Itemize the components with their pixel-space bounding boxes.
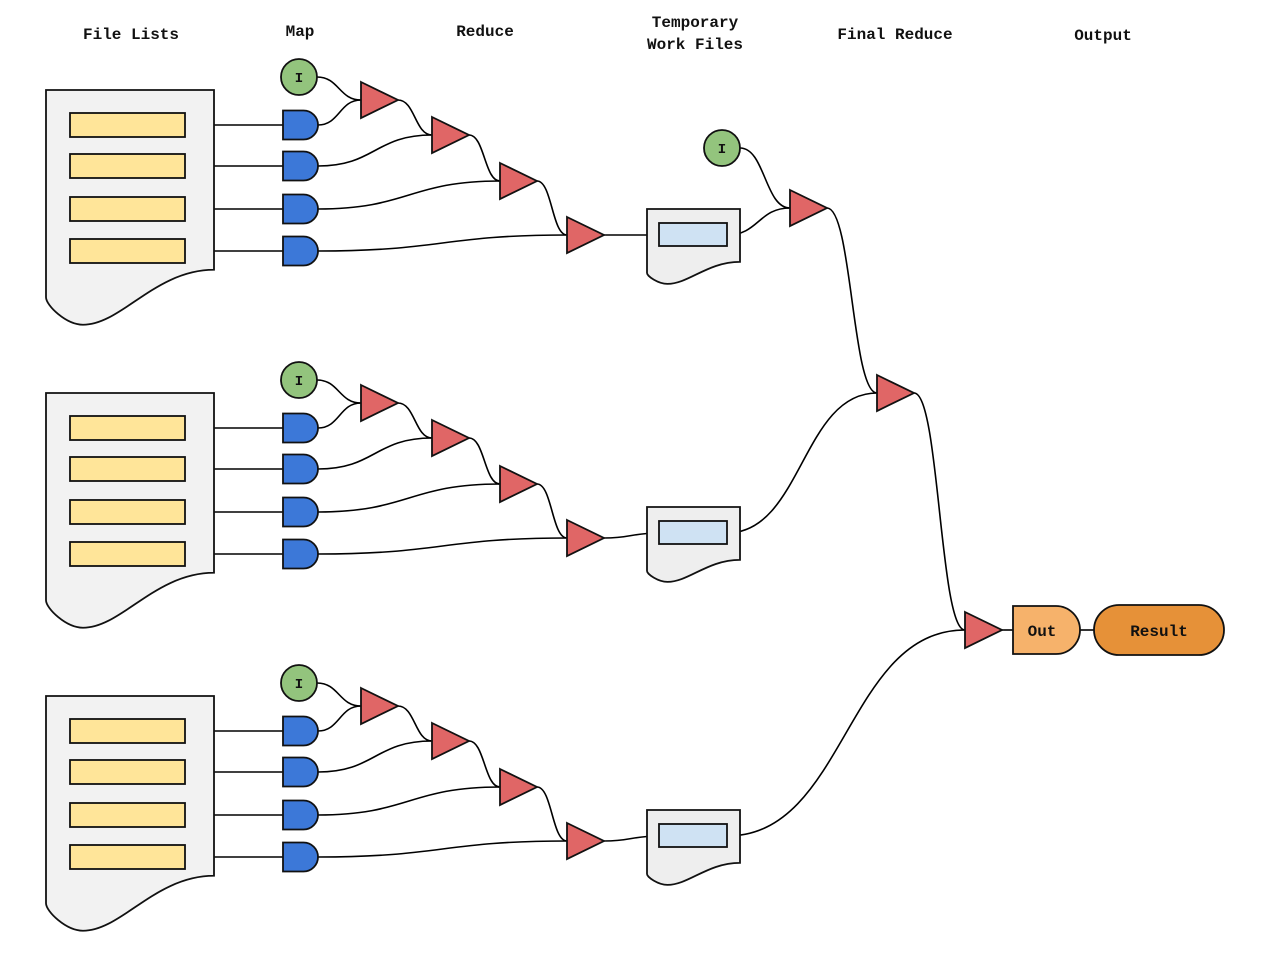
group-3-map-gate-icon xyxy=(282,799,319,831)
final-r1-r2-wire xyxy=(826,207,878,394)
group-3-init-wire xyxy=(316,682,362,707)
group-2-file-item xyxy=(69,456,186,482)
group-3-file-item xyxy=(69,844,186,870)
group-3-map-gate-icon xyxy=(282,841,319,873)
group-2-reduce-3-icon xyxy=(499,464,540,504)
header-work-files: Work Files xyxy=(647,36,743,54)
group-1-temp-item xyxy=(658,222,728,247)
group-2-map1-wire xyxy=(317,402,362,429)
group-1-map2-wire xyxy=(317,134,433,167)
group-2-reduce-1-icon xyxy=(360,383,401,423)
group-1-file-item xyxy=(69,238,186,264)
group-2-r1-r2-wire xyxy=(397,402,433,439)
header-reduce: Reduce xyxy=(456,23,514,41)
group-3-map2-wire xyxy=(317,740,433,773)
header-file-lists: File Lists xyxy=(83,26,179,44)
group-3-init-node: I xyxy=(280,664,318,702)
group-3-reduce-2-icon xyxy=(431,721,472,761)
group-2-r3-r4-wire xyxy=(536,483,568,539)
final-reduce-3-icon xyxy=(964,610,1005,650)
group-3-map4-wire xyxy=(317,840,568,858)
group-2-map4-wire xyxy=(317,537,568,555)
final-reduce-2-icon xyxy=(876,373,917,413)
group-1-reduce-2-icon xyxy=(431,115,472,155)
group-1-map1-wire xyxy=(317,99,362,126)
group-2-map-gate-icon xyxy=(282,412,319,444)
group-2-map-gate-icon xyxy=(282,538,319,570)
init-label: I xyxy=(295,374,303,390)
group-1-map3-wire xyxy=(317,180,501,210)
output-gate-label: Out xyxy=(1028,623,1057,641)
final-r2-r3-wire xyxy=(913,392,966,631)
group-2-r2-r3-wire xyxy=(468,437,501,485)
init-circle-icon xyxy=(703,129,741,167)
init-circle-icon xyxy=(280,58,318,96)
temp2-to-final-wire xyxy=(726,392,878,534)
group-1-map-gate-icon xyxy=(282,235,319,267)
group-1-file-item xyxy=(69,112,186,138)
header-output: Output xyxy=(1074,27,1132,45)
group-1-r1-r2-wire xyxy=(397,99,433,136)
group-2-file-item xyxy=(69,541,186,567)
group-3-reduce-1-icon xyxy=(360,686,401,726)
result-label: Result xyxy=(1130,623,1188,641)
header-map: Map xyxy=(286,23,315,41)
header-temporary: Temporary xyxy=(652,14,739,32)
group-1-file-item xyxy=(69,196,186,222)
group-1-file-item xyxy=(69,153,186,179)
output-gate-icon xyxy=(1012,605,1081,655)
init-label: I xyxy=(295,71,303,87)
group-2-map-gate-icon xyxy=(282,496,319,528)
group-2-temp-item xyxy=(658,520,728,545)
group-2-map2-wire xyxy=(317,437,433,470)
group-2-init-node: I xyxy=(280,361,318,399)
group-3-r2-r3-wire xyxy=(468,740,501,788)
group-3-map-gate-icon xyxy=(282,756,319,788)
header-final-reduce: Final Reduce xyxy=(837,26,952,44)
group-1-map-gate-icon xyxy=(282,193,319,225)
init-label: I xyxy=(718,142,726,158)
group-1-init-node: I xyxy=(280,58,318,96)
connections xyxy=(184,76,1094,858)
init-label: I xyxy=(295,677,303,693)
group-3-reduce-3-icon xyxy=(499,767,540,807)
group-2-map-gate-icon xyxy=(282,453,319,485)
group-1-map4-wire xyxy=(317,234,568,252)
group-3-r3-r4-wire xyxy=(536,786,568,842)
group-1-map-gate-icon xyxy=(282,109,319,141)
group-1-reduce-1-icon xyxy=(360,80,401,120)
nodes: I I I I Out Result xyxy=(45,58,1225,932)
temp3-to-final-wire xyxy=(726,629,966,837)
group-2-file-item xyxy=(69,499,186,525)
group-3-map-gate-icon xyxy=(282,715,319,747)
group-3-reduce-4-icon xyxy=(566,821,607,861)
group-3-file-item xyxy=(69,718,186,744)
group-1-init-wire xyxy=(316,76,362,101)
init-circle-icon xyxy=(280,361,318,399)
result-node xyxy=(1093,604,1225,656)
final-init-wire xyxy=(739,147,791,209)
init-circle-icon xyxy=(280,664,318,702)
group-1-map-gate-icon xyxy=(282,150,319,182)
group-1-reduce-4-icon xyxy=(566,215,607,255)
column-headers: File Lists Map Reduce Temporary Work Fil… xyxy=(83,14,1132,54)
final-reduce-1-icon xyxy=(789,188,830,228)
group-1-reduce-3-icon xyxy=(499,161,540,201)
group-2-map3-wire xyxy=(317,483,501,513)
group-1-r2-r3-wire xyxy=(468,134,501,182)
group-3-file-item xyxy=(69,802,186,828)
final-init-node: I xyxy=(703,129,741,167)
group-3-r1-r2-wire xyxy=(397,705,433,742)
group-3-file-item xyxy=(69,759,186,785)
group-3-temp-item xyxy=(658,823,728,848)
group-2-init-wire xyxy=(316,379,362,404)
group-1-r3-r4-wire xyxy=(536,180,568,236)
group-3-map1-wire xyxy=(317,705,362,732)
group-2-reduce-2-icon xyxy=(431,418,472,458)
group-2-reduce-4-icon xyxy=(566,518,607,558)
group-2-file-item xyxy=(69,415,186,441)
group-3-map3-wire xyxy=(317,786,501,816)
